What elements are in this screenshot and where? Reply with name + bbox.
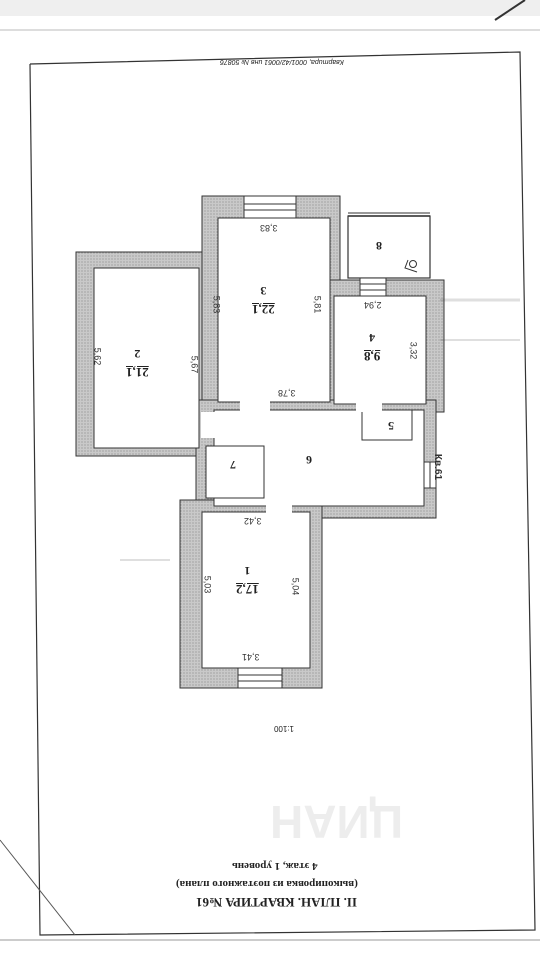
room-5-label: 5 (388, 418, 394, 434)
room-3-number: 3 (260, 284, 267, 298)
room-4-number: 4 (369, 331, 376, 345)
dim-room1-bottom: 3,42 (244, 516, 262, 526)
room-8-number: 8 (376, 239, 382, 253)
paper-frame (29, 51, 536, 936)
dim-room1-top: 3,41 (242, 652, 260, 662)
plan-title: II. ПЛАН. КВАРТИРА №61 (196, 895, 357, 910)
dim-room1-right: 5,03 (202, 575, 213, 594)
room-interiors (93, 212, 431, 669)
room-1-number: 1 (244, 564, 251, 578)
room-6-number: 6 (306, 453, 312, 467)
room-7-number: 7 (230, 458, 236, 472)
dim-room1-left: 5,04 (290, 577, 301, 596)
room-1-label: 17,2 1 (236, 564, 259, 597)
room-2-area: 21,1 (126, 365, 149, 380)
dim-room4-bottom: 2,94 (364, 300, 382, 310)
floor-level-label: 4 этаж, 1 уровень (232, 860, 318, 872)
room-3-label: 22,1 3 (252, 284, 275, 317)
room-2-label: 21,1 2 (126, 347, 149, 380)
room-3-area: 22,1 (252, 302, 275, 317)
room-8-label: 8 (376, 238, 382, 254)
dim-room2-right: 5,62 (92, 347, 103, 366)
room-2-number: 2 (134, 347, 141, 361)
door-openings (201, 400, 382, 514)
dim-room2-left: 5,67 (189, 355, 200, 374)
dim-room3-top: 3,78 (278, 388, 296, 398)
top-edge-strip (0, 0, 540, 16)
room-4-area: 9,8 (364, 349, 381, 364)
room-4-label: 9,8 4 (364, 331, 381, 364)
scan-marks (120, 298, 520, 561)
dim-room3-bottom: 3,83 (260, 223, 278, 233)
windows (237, 195, 437, 689)
apartment-marker: Кв.61 (432, 453, 444, 481)
plan-subtitle: (выкопировка из поэтажного плана) (176, 878, 358, 890)
room-6-label: 6 (306, 452, 312, 468)
room-7-label: 7 (230, 457, 236, 473)
room-5-number: 5 (388, 419, 394, 433)
document-header-line: Квартира, 0001/42/0061 инв № 50876 (220, 58, 344, 65)
dim-room3-left: 5,81 (312, 295, 323, 314)
dim-room4-left: 3,32 (408, 341, 419, 360)
watermark-text: ЦИАН (270, 796, 404, 848)
corner-stroke (494, 0, 526, 21)
room-1-area: 17,2 (236, 582, 259, 597)
scale-label: 1:100 (274, 724, 295, 733)
dim-room3-right: 5,83 (211, 295, 222, 314)
